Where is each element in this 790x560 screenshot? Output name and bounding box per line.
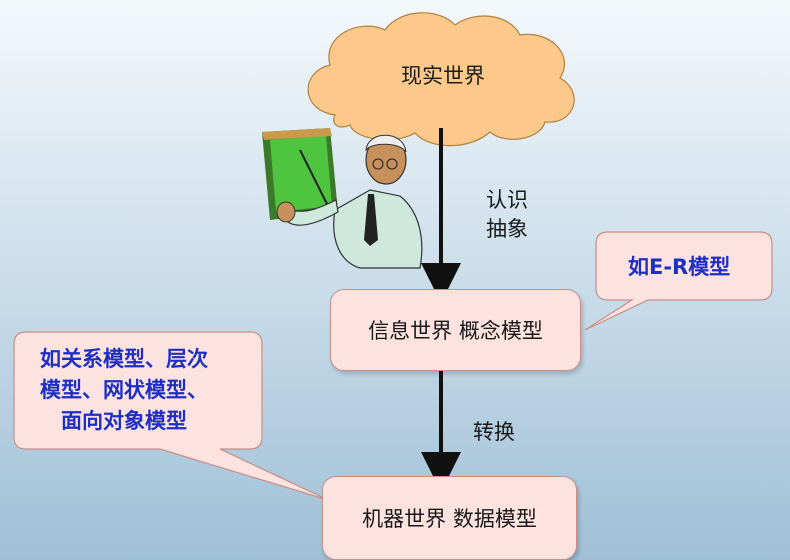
label-convert: 转换 bbox=[473, 420, 515, 444]
callout-models-line3: 面向对象模型 bbox=[61, 409, 187, 433]
teacher-clipart bbox=[262, 128, 423, 269]
callout-models-bubble bbox=[13, 331, 329, 501]
node-real-world: 现实世界 bbox=[401, 64, 485, 88]
node-info-world: 信息世界 概念模型 bbox=[330, 289, 581, 371]
callout-er-bubble bbox=[584, 231, 773, 331]
callout-models-line2: 模型、网状模型、 bbox=[40, 378, 208, 402]
label-abstract: 认识 抽象 bbox=[486, 186, 528, 244]
label-abstract-line1: 认识 bbox=[486, 188, 528, 212]
callout-models-text: 如关系模型、层次 模型、网状模型、 面向对象模型 bbox=[40, 344, 208, 437]
callout-models-line1: 如关系模型、层次 bbox=[40, 347, 208, 371]
node-machine-world: 机器世界 数据模型 bbox=[322, 476, 577, 560]
callout-er-text: 如E-R模型 bbox=[628, 255, 731, 279]
cloud-shape bbox=[307, 12, 575, 147]
label-abstract-line2: 抽象 bbox=[486, 217, 528, 241]
